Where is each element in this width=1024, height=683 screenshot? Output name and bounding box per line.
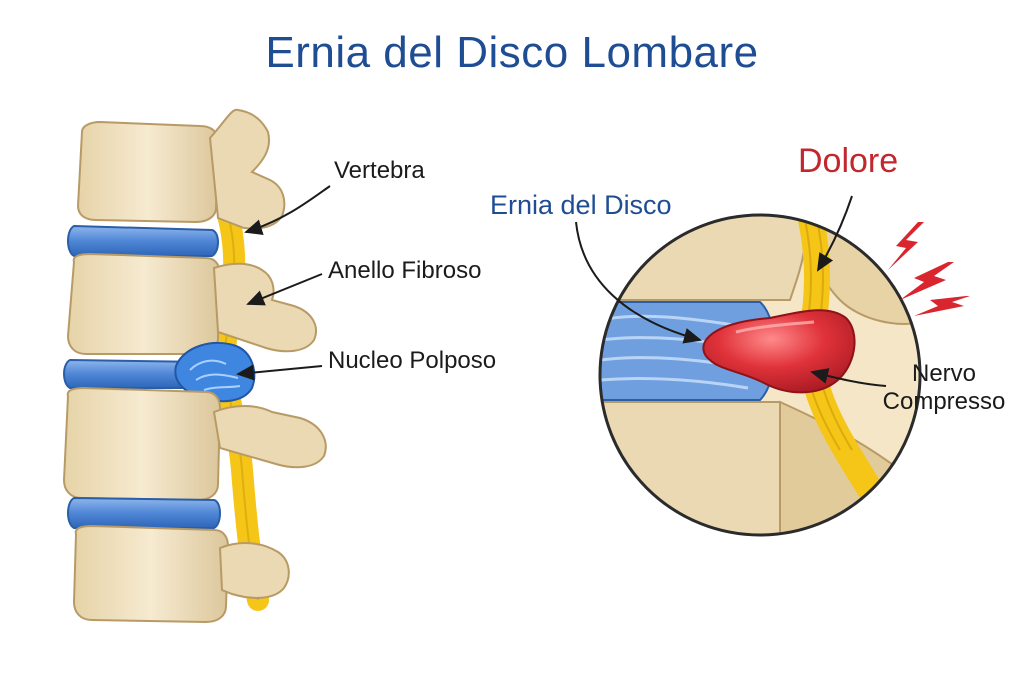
disc-3 — [68, 498, 220, 528]
label-anello-fibroso: Anello Fibroso — [328, 258, 481, 284]
label-dolore: Dolore — [798, 148, 898, 174]
label-vertebra: Vertebra — [334, 158, 425, 184]
label-nervo-compresso: Nervo Compresso — [876, 360, 1012, 416]
label-ernia-del-disco: Ernia del Disco — [490, 192, 672, 218]
vertebra-2 — [68, 254, 316, 354]
vertebra-1 — [78, 110, 284, 229]
label-nervo-compresso-line1: Nervo — [876, 360, 1012, 388]
lumbar-spine — [64, 110, 326, 622]
disc-1 — [68, 226, 218, 256]
vertebra-3 — [64, 388, 326, 500]
label-nucleo-polposo: Nucleo Polposo — [328, 348, 496, 374]
label-nervo-compresso-line2: Compresso — [876, 388, 1012, 416]
